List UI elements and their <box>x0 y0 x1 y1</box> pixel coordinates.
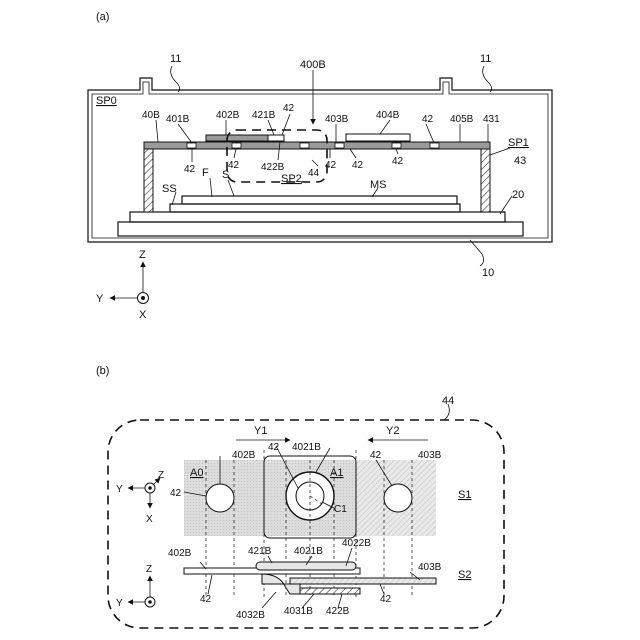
hole-left <box>206 484 234 512</box>
substrate-20 <box>130 212 505 222</box>
ref-f: F <box>202 167 209 179</box>
ref-42-b2: 42 <box>380 594 392 605</box>
ref-20: 20 <box>512 189 524 201</box>
sensor-layer-f <box>182 196 457 204</box>
axis-b-z-label: Z <box>158 470 164 481</box>
ref-400b: 400B <box>300 59 326 71</box>
ref-ss: SS <box>162 183 177 195</box>
ref-ms: MS <box>370 179 387 191</box>
ref-421b: 421B <box>248 546 272 557</box>
side-4031b <box>300 588 360 594</box>
axis-y-label: Y <box>96 293 104 305</box>
ref-4021b-b: 4021B <box>294 546 323 557</box>
sensor-layer-ss <box>170 204 460 212</box>
ref-42-t2: 42 <box>370 450 382 461</box>
ref-44-b: 44 <box>442 395 454 407</box>
side-403b <box>290 578 436 584</box>
ref-42-b1: 42 <box>184 164 196 175</box>
ref-c1: C1 <box>334 504 347 515</box>
ref-403b-t: 403B <box>418 450 442 461</box>
ref-42-b3: 42 <box>325 160 337 171</box>
base-10 <box>118 222 523 236</box>
ref-s1: S1 <box>458 489 471 501</box>
piece-421b <box>268 135 284 141</box>
axis-z-label: Z <box>139 249 146 261</box>
hole-right <box>384 484 412 512</box>
ref-44: 44 <box>308 168 320 179</box>
ref-4032b: 4032B <box>236 610 265 621</box>
ref-404b: 404B <box>376 110 400 121</box>
outer-housing-inner <box>92 82 548 238</box>
ref-a1: A1 <box>330 467 343 479</box>
ref-402b-t: 402B <box>232 450 256 461</box>
ref-10: 10 <box>482 267 494 279</box>
support-left <box>144 148 153 212</box>
axis-b2-z-label: Z <box>146 564 152 575</box>
ref-40b: 40B <box>142 110 160 121</box>
ref-42-top: 42 <box>283 103 295 114</box>
ref-403b-b: 403B <box>418 562 442 573</box>
ref-y1: Y1 <box>254 425 267 437</box>
ref-402b: 402B <box>216 110 240 121</box>
ref-42-b2: 42 <box>228 160 240 171</box>
ref-4031b: 4031B <box>284 606 313 617</box>
axis-b2-y-label: Y <box>116 598 123 609</box>
axes-a: Z Y X <box>96 249 149 321</box>
ref-43: 43 <box>514 155 526 167</box>
axes-b-bottom: Z Y <box>116 564 155 609</box>
ref-42-b1: 42 <box>200 594 212 605</box>
axis-b-y-label: Y <box>116 484 123 495</box>
ref-405b: 405B <box>450 114 474 125</box>
side-421b <box>256 562 356 570</box>
ref-4021b-t: 4021B <box>292 442 321 453</box>
side-4032b-bump <box>262 574 300 594</box>
axes-b-top: Z Y X <box>116 470 164 525</box>
ref-sp1: SP1 <box>508 137 529 149</box>
piece-404b <box>346 134 410 141</box>
ref-11-right: 11 <box>480 53 491 65</box>
axis-b-x-label: X <box>146 514 153 525</box>
ref-42-left: 42 <box>170 488 182 499</box>
ref-11-left: 11 <box>170 53 181 65</box>
ref-422b: 422B <box>326 606 350 617</box>
ref-401b: 401B <box>166 114 190 125</box>
ref-42-b5: 42 <box>392 156 404 167</box>
ref-s: S <box>222 169 229 181</box>
ref-a0: A0 <box>190 467 203 479</box>
ref-42-t1: 42 <box>268 442 280 453</box>
ref-422b: 422B <box>261 162 285 173</box>
ref-4022b: 4022B <box>342 538 371 549</box>
ref-s2: S2 <box>458 569 471 581</box>
ref-y2: Y2 <box>386 425 399 437</box>
ref-403b: 403B <box>325 114 349 125</box>
ref-42-mid: 42 <box>422 114 434 125</box>
ref-42-b4: 42 <box>352 160 364 171</box>
ref-sp0: SP0 <box>96 95 117 107</box>
piece-402b <box>206 135 276 141</box>
ref-431: 431 <box>483 114 500 125</box>
support-right-43 <box>481 148 490 212</box>
ref-421b: 421B <box>252 110 276 121</box>
axis-x-label: X <box>139 309 147 321</box>
panel-b-label: (b) <box>96 365 109 377</box>
ref-402b-b: 402B <box>168 548 192 559</box>
ref-sp2: SP2 <box>281 173 302 185</box>
panel-a-label: (a) <box>96 11 109 23</box>
